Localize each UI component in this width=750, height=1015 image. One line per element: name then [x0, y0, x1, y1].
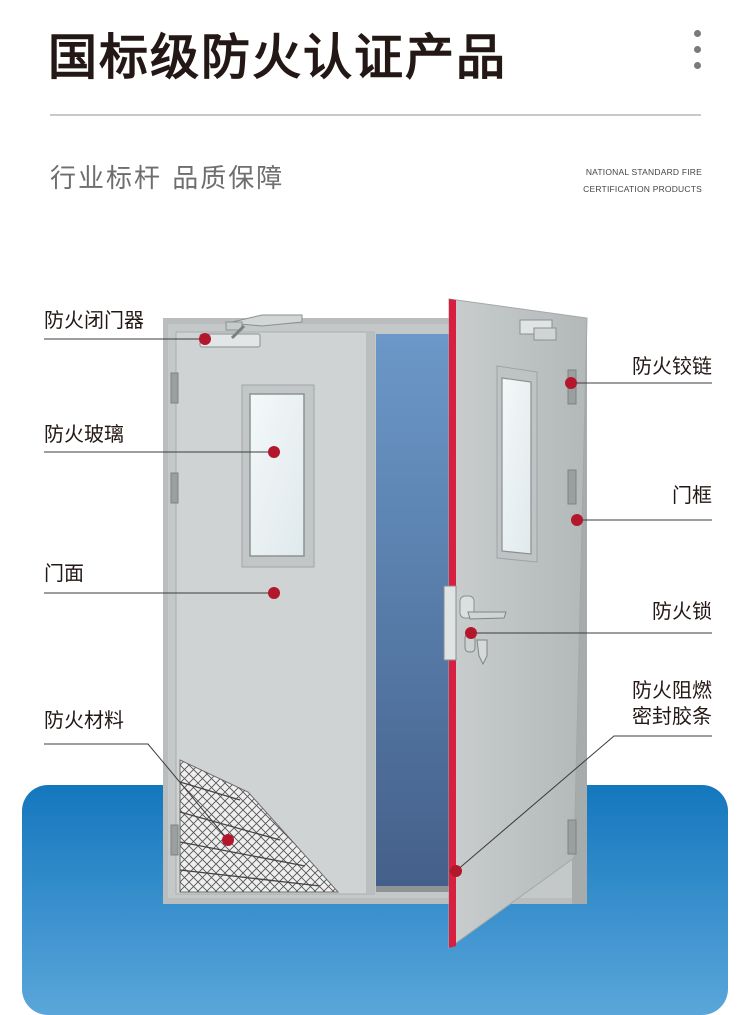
- english-caption-line-2: CERTIFICATION PRODUCTS: [583, 184, 702, 194]
- header-divider: [50, 114, 701, 116]
- door-closer: [199, 314, 303, 348]
- marker-fire-material: [222, 834, 234, 846]
- left-door-leaf: [175, 331, 375, 895]
- page-title: 国标级防火认证产品: [48, 29, 508, 86]
- label-fire-hinge: 防火铰链: [632, 354, 712, 378]
- english-caption: NATIONAL STANDARD FIRE CERTIFICATION PRO…: [583, 164, 702, 198]
- label-fire-lock: 防火锁: [652, 599, 712, 623]
- label-door-frame: 门框: [672, 483, 712, 507]
- callout-markers: [199, 333, 583, 877]
- fire-door-illustration: [44, 298, 712, 949]
- english-caption-line-1: NATIONAL STANDARD FIRE: [585, 167, 702, 177]
- callout-lines: [44, 338, 712, 872]
- label-seal-strip-line-1: 防火阻燃: [632, 678, 712, 702]
- label-door-closer: 防火闭门器: [44, 308, 144, 332]
- left-hinges: [170, 372, 179, 856]
- threshold: [376, 886, 450, 892]
- marker-door-closer: [199, 333, 211, 345]
- marker-fire-hinge: [565, 377, 577, 389]
- label-seal-strip: 防火阻燃 密封胶条: [632, 677, 712, 729]
- marker-door-panel: [268, 587, 280, 599]
- marker-fire-lock: [465, 627, 477, 639]
- menu-dot: [693, 46, 701, 53]
- right-door-leaf: [443, 298, 588, 949]
- label-fire-glass: 防火玻璃: [44, 422, 124, 446]
- marker-seal-strip: [450, 865, 462, 877]
- menu-dot: [693, 30, 701, 37]
- label-fire-material: 防火材料: [44, 708, 124, 732]
- door-opening: [376, 334, 450, 886]
- label-door-panel: 门面: [44, 561, 84, 585]
- marker-door-frame: [571, 514, 583, 526]
- marker-fire-glass: [268, 446, 280, 458]
- menu-dot: [693, 62, 701, 69]
- page-subtitle: 行业标杆 品质保障: [50, 164, 285, 194]
- more-options-icon[interactable]: [690, 30, 704, 76]
- right-closer: [519, 319, 557, 341]
- label-seal-strip-line-2: 密封胶条: [632, 704, 712, 728]
